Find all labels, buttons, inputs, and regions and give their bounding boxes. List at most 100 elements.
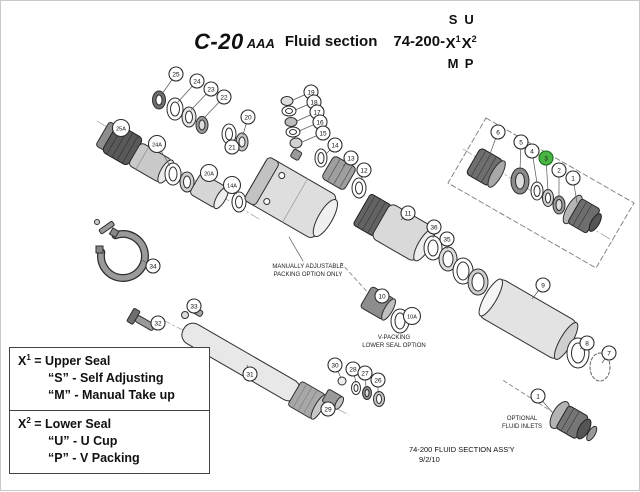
svg-text:35: 35 xyxy=(443,236,451,243)
part-callout-30: 30 xyxy=(327,357,343,373)
part-callout-32: 32 xyxy=(150,315,166,331)
part-callout-12: 12 xyxy=(356,162,372,178)
upper-seal-variable: S X1 M xyxy=(445,13,461,70)
seal-code-u: U xyxy=(464,12,474,27)
svg-text:5: 5 xyxy=(519,139,523,146)
svg-text:19: 19 xyxy=(307,89,315,96)
packing-nut xyxy=(466,148,506,188)
svg-text:31: 31 xyxy=(246,371,254,378)
part-callout-24: 24 xyxy=(189,73,205,89)
svg-text:27: 27 xyxy=(361,370,369,377)
svg-text:17: 17 xyxy=(313,109,321,116)
svg-text:22: 22 xyxy=(220,94,228,101)
svg-text:18: 18 xyxy=(310,99,318,106)
take-up-rings xyxy=(164,162,195,193)
svg-text:25A: 25A xyxy=(116,126,126,132)
svg-text:30: 30 xyxy=(331,362,339,369)
svg-text:36: 36 xyxy=(430,224,438,231)
svg-text:29: 29 xyxy=(324,406,332,413)
x1-variable: X1 xyxy=(445,34,461,52)
product-name: Fluid section xyxy=(284,33,378,50)
lower-seal-section: X2 = Lower Seal “U” - U Cup “P” - V Pack… xyxy=(10,410,209,473)
svg-text:4: 4 xyxy=(530,148,534,155)
seal-code-m: M xyxy=(447,56,459,71)
svg-text:24A: 24A xyxy=(152,142,162,148)
part-number-prefix: 74-200- xyxy=(393,33,446,50)
lower-cylinder xyxy=(478,278,579,360)
part-callout-29: 29 xyxy=(320,401,336,417)
seal-code-legend: X1 = Upper Seal “S” - Self Adjusting “M”… xyxy=(9,347,210,475)
v-packing-dash xyxy=(340,262,372,297)
svg-text:34: 34 xyxy=(149,263,157,270)
callout-layer: 25242322202125A24A20A14A1918171615141312… xyxy=(111,66,617,417)
part-callout-14: 14 xyxy=(327,137,343,153)
svg-text:23: 23 xyxy=(207,86,215,93)
rod-end-parts xyxy=(322,376,385,410)
part-callout-20A: 20A xyxy=(199,163,219,183)
part-callout-21: 21 xyxy=(224,139,240,155)
upper-seal-heading: X1 = Upper Seal xyxy=(18,353,111,369)
part-callout-25A: 25A xyxy=(111,118,131,138)
part-callout-33: 33 xyxy=(186,298,202,314)
packing-sleeve xyxy=(190,173,229,210)
svg-text:20: 20 xyxy=(244,114,252,121)
svg-text:28: 28 xyxy=(349,366,357,373)
optional-assembly-boundary xyxy=(447,117,635,269)
manual-packing-note: MANUALLY ADJUSTABLE PACKING OPTION ONLY xyxy=(272,264,344,278)
svg-text:7: 7 xyxy=(607,350,611,357)
inlet-dash xyxy=(500,378,555,414)
gland-ring xyxy=(510,167,530,195)
part-callout-13: 13 xyxy=(343,150,359,166)
upper-seal-part xyxy=(542,189,554,207)
svg-text:32: 32 xyxy=(154,320,162,327)
part-callout-11: 11 xyxy=(400,205,416,221)
svg-text:25: 25 xyxy=(172,71,180,78)
svg-text:2: 2 xyxy=(557,167,561,174)
part-callout-10A: 10A xyxy=(402,306,422,326)
part-callout-23: 23 xyxy=(203,81,219,97)
adjusting-cap xyxy=(96,121,143,166)
part-callout-22: 22 xyxy=(216,89,232,105)
spacer-ring xyxy=(552,195,566,215)
cylinder-seals xyxy=(423,235,489,296)
svg-text:26: 26 xyxy=(374,377,382,384)
svg-text:24: 24 xyxy=(193,78,201,85)
part-callout-24A: 24A xyxy=(147,134,167,154)
sleeve-ring xyxy=(231,191,247,213)
assembly-name: 74-200 FLUID SECTION ASS'Y xyxy=(409,445,515,454)
part-callout-15: 15 xyxy=(315,125,331,141)
svg-text:8: 8 xyxy=(585,340,589,347)
upper-seal-option-m: “M” - Manual Take up xyxy=(48,388,175,403)
svg-text:3: 3 xyxy=(544,155,548,162)
assembly-date: 9/2/10 xyxy=(419,455,440,464)
band-clamp xyxy=(94,219,149,282)
part-callout-31: 31 xyxy=(242,366,258,382)
upper-seal-section: X1 = Upper Seal “S” - Self Adjusting “M”… xyxy=(10,348,209,410)
body-plugs xyxy=(280,96,303,161)
part-callout-25: 25 xyxy=(168,66,184,82)
part-callout-4: 4 xyxy=(524,143,540,159)
v-packing-note: V-PACKING LOWER SEAL OPTION xyxy=(362,335,426,349)
svg-text:6: 6 xyxy=(496,129,500,136)
part-callout-36: 36 xyxy=(426,219,442,235)
svg-text:1: 1 xyxy=(536,393,540,400)
manual-packing-leader xyxy=(288,236,304,262)
svg-text:21: 21 xyxy=(228,144,236,151)
optional-inlets-note: OPTIONAL FLUID INLETS xyxy=(501,416,543,430)
lower-seal-variable: U X2 P xyxy=(461,13,477,70)
svg-text:10A: 10A xyxy=(407,314,417,320)
svg-text:10: 10 xyxy=(378,293,386,300)
part-callout-35: 35 xyxy=(439,231,455,247)
model-number: C-20 xyxy=(194,28,244,54)
part-callout-1: 1 xyxy=(530,388,546,404)
part-callout-7: 7 xyxy=(601,345,617,361)
part-callout-5: 5 xyxy=(513,134,529,150)
seal-code-s: S xyxy=(448,12,458,27)
lower-seal-option-p: “P” - V Packing xyxy=(48,451,140,466)
part-callout-27: 27 xyxy=(357,365,373,381)
svg-text:12: 12 xyxy=(360,167,368,174)
svg-text:13: 13 xyxy=(347,155,355,162)
optional-inlet-fitting xyxy=(549,401,598,442)
lower-seal-heading: X2 = Lower Seal xyxy=(18,416,112,432)
